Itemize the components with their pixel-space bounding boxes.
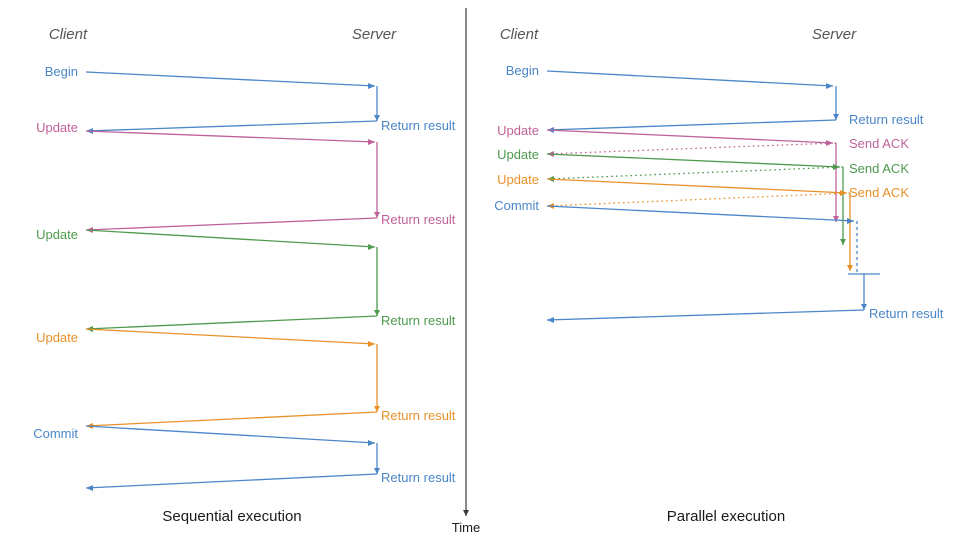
message-label-seq-begin-return: Return result [381, 118, 456, 133]
message-arrow [546, 153, 841, 170]
message-label-par-begin-return: Return result [849, 112, 924, 127]
message-seq-update3: Update [36, 328, 376, 347]
role-label-server-sequential: Server [352, 26, 397, 43]
message-arrow [85, 315, 378, 332]
message-par-update3-ack: Send ACK [546, 185, 909, 209]
message-arrow [546, 70, 834, 89]
message-seq-update1: Update [36, 120, 376, 145]
message-arrow [85, 71, 376, 89]
message-label-par-update2: Update [497, 147, 539, 162]
message-par-update3: Update [497, 172, 848, 196]
panel-caption-sequential: Sequential execution [162, 508, 301, 525]
message-seq-update3-return: Return result [85, 408, 456, 429]
message-label-seq-begin: Begin [45, 64, 78, 79]
panel-caption-parallel: Parallel execution [667, 508, 785, 525]
message-arrow [85, 411, 378, 429]
message-arrow [85, 130, 376, 145]
message-arrow [546, 178, 848, 196]
message-label-seq-update1: Update [36, 120, 78, 135]
message-seq-update2-return: Return result [85, 313, 456, 332]
message-label-par-update3: Update [497, 172, 539, 187]
message-label-par-update1: Update [497, 123, 539, 138]
message-arrow [546, 205, 855, 224]
time-axis-label: Time [452, 520, 480, 535]
message-arrow [546, 309, 865, 323]
message-par-update2-ack: Send ACK [546, 161, 909, 182]
message-par-update1-ack: Send ACK [546, 136, 909, 157]
role-label-client-sequential: Client [49, 26, 88, 43]
message-seq-update2: Update [36, 227, 376, 250]
message-arrow [546, 142, 837, 157]
role-label-server-parallel: Server [812, 26, 857, 43]
time-axis-layer: Time [452, 8, 480, 535]
message-seq-commit-return: Return result [85, 470, 456, 491]
message-label-seq-update1-return: Return result [381, 212, 456, 227]
message-label-seq-update3: Update [36, 330, 78, 345]
message-arrow [85, 217, 378, 233]
message-label-seq-update3-return: Return result [381, 408, 456, 423]
message-arrow [546, 119, 837, 133]
message-arrow [85, 425, 376, 446]
role-label-client-parallel: Client [500, 26, 539, 43]
message-arrow [85, 229, 376, 250]
message-seq-begin-return: Return result [85, 118, 456, 134]
message-seq-commit: Commit [33, 425, 376, 446]
message-label-seq-commit: Commit [33, 426, 78, 441]
message-label-par-update2-ack: Send ACK [849, 161, 909, 176]
message-par-update1: Update [497, 123, 834, 146]
message-label-seq-commit-return: Return result [381, 470, 456, 485]
message-label-seq-update2: Update [36, 227, 78, 242]
message-seq-begin: Begin [45, 64, 376, 89]
message-par-begin-return: Return result [546, 112, 924, 133]
message-arrow [85, 328, 376, 347]
message-arrow [546, 129, 834, 146]
message-label-seq-update2-return: Return result [381, 313, 456, 328]
message-par-begin: Begin [506, 63, 834, 89]
message-arrow [546, 166, 844, 182]
message-arrow [546, 192, 851, 209]
message-label-par-commit: Commit [494, 198, 539, 213]
message-par-commit: Commit [494, 198, 855, 224]
message-label-par-begin: Begin [506, 63, 539, 78]
message-seq-update1-return: Return result [85, 212, 456, 233]
message-label-par-commit-return: Return result [869, 306, 944, 321]
message-arrow [85, 120, 378, 134]
message-par-update2: Update [497, 147, 841, 170]
message-arrow [85, 473, 378, 491]
message-label-par-update3-ack: Send ACK [849, 185, 909, 200]
message-par-commit-return: Return result [546, 306, 944, 323]
message-label-par-update1-ack: Send ACK [849, 136, 909, 151]
